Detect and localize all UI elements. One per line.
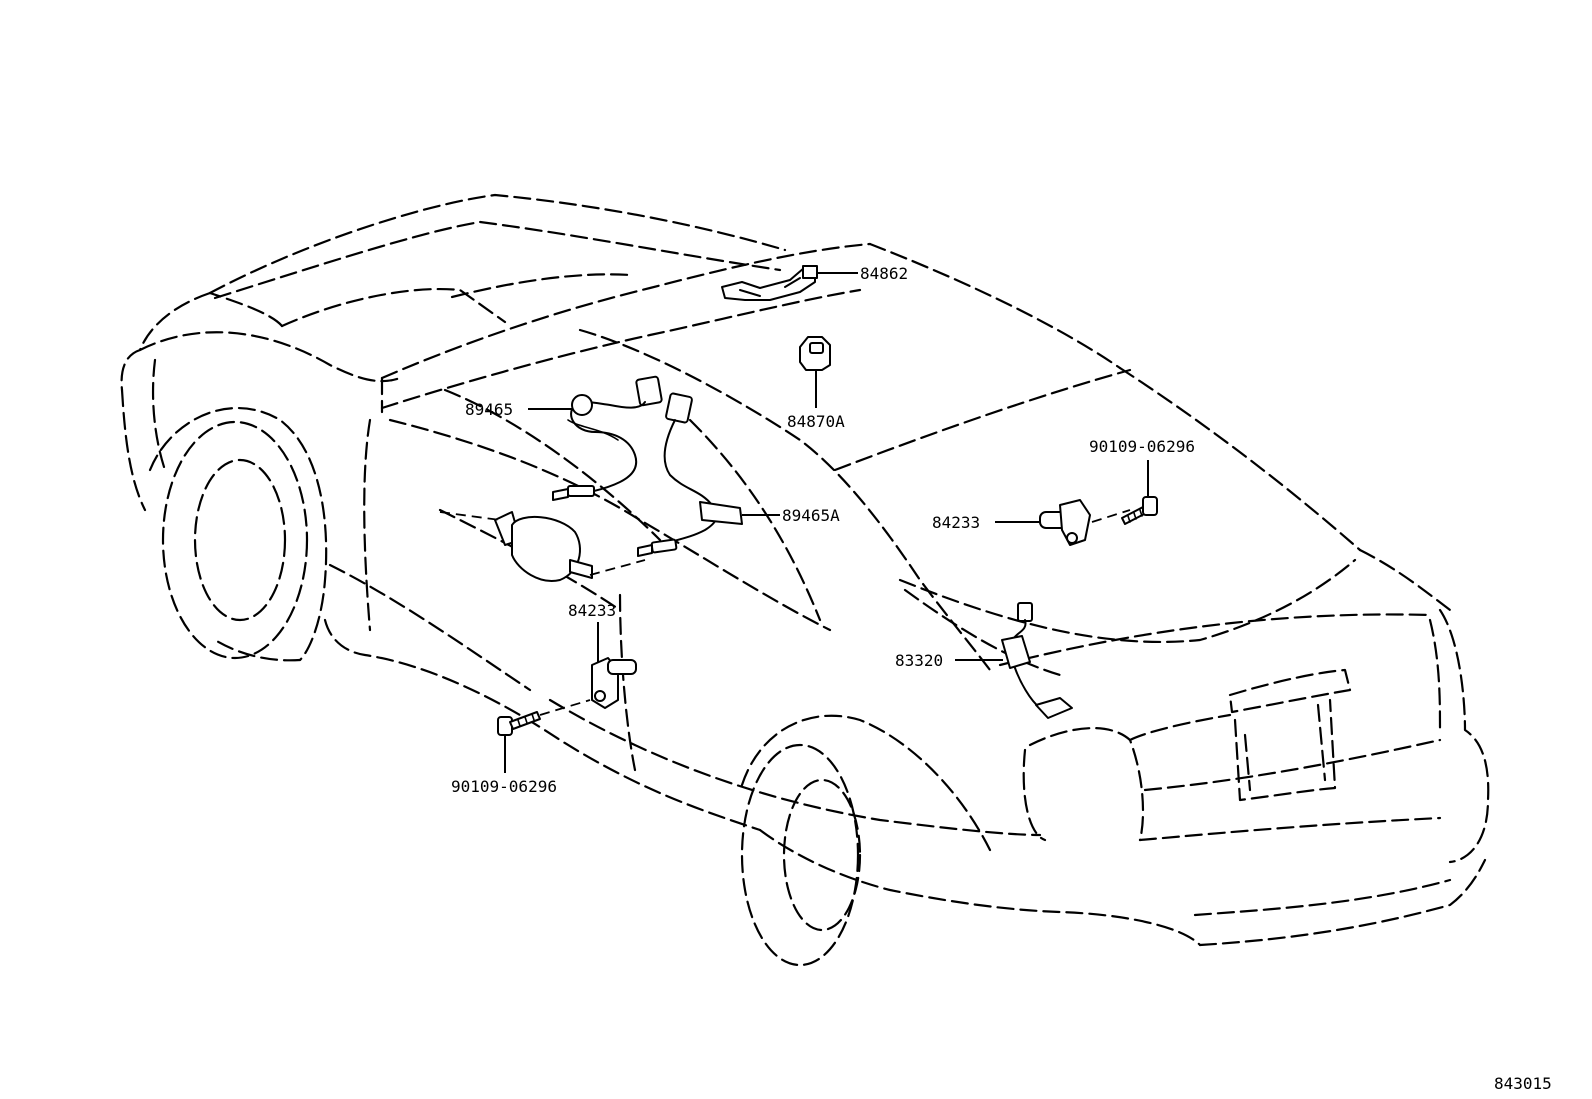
part-89465-oxygen-sensor	[552, 375, 663, 501]
label-89465A: 89465A	[782, 506, 840, 525]
part-84233-speed-sensor-left	[591, 657, 637, 709]
label-84233-right: 84233	[932, 513, 980, 532]
label-84870A: 84870A	[787, 412, 845, 431]
label-89465: 89465	[465, 400, 513, 419]
bolt-alignment-line-left	[539, 699, 591, 716]
part-90109-bolt-upper	[1121, 496, 1158, 525]
bolt-alignment-line-right	[1091, 509, 1131, 523]
part-84870A-switch	[799, 336, 831, 371]
part-83320-sensor	[1001, 602, 1073, 719]
diagram-code: 843015	[1494, 1074, 1552, 1093]
sensor-alignment-line-upper	[439, 511, 501, 521]
part-89465A-oxygen-sensor	[637, 392, 743, 557]
car-body-outline	[120, 193, 1490, 967]
part-84862-connector	[721, 265, 818, 301]
exhaust-converter	[494, 511, 593, 582]
label-90109-lower: 90109-06296	[451, 777, 557, 796]
label-90109-upper: 90109-06296	[1089, 437, 1195, 456]
part-84233-speed-sensor-right	[1039, 499, 1091, 546]
sensor-alignment-line-lower	[589, 559, 646, 576]
label-84862: 84862	[860, 264, 908, 283]
label-84233-left: 84233	[568, 601, 616, 620]
label-83320: 83320	[895, 651, 943, 670]
part-90109-bolt-lower	[497, 711, 541, 736]
